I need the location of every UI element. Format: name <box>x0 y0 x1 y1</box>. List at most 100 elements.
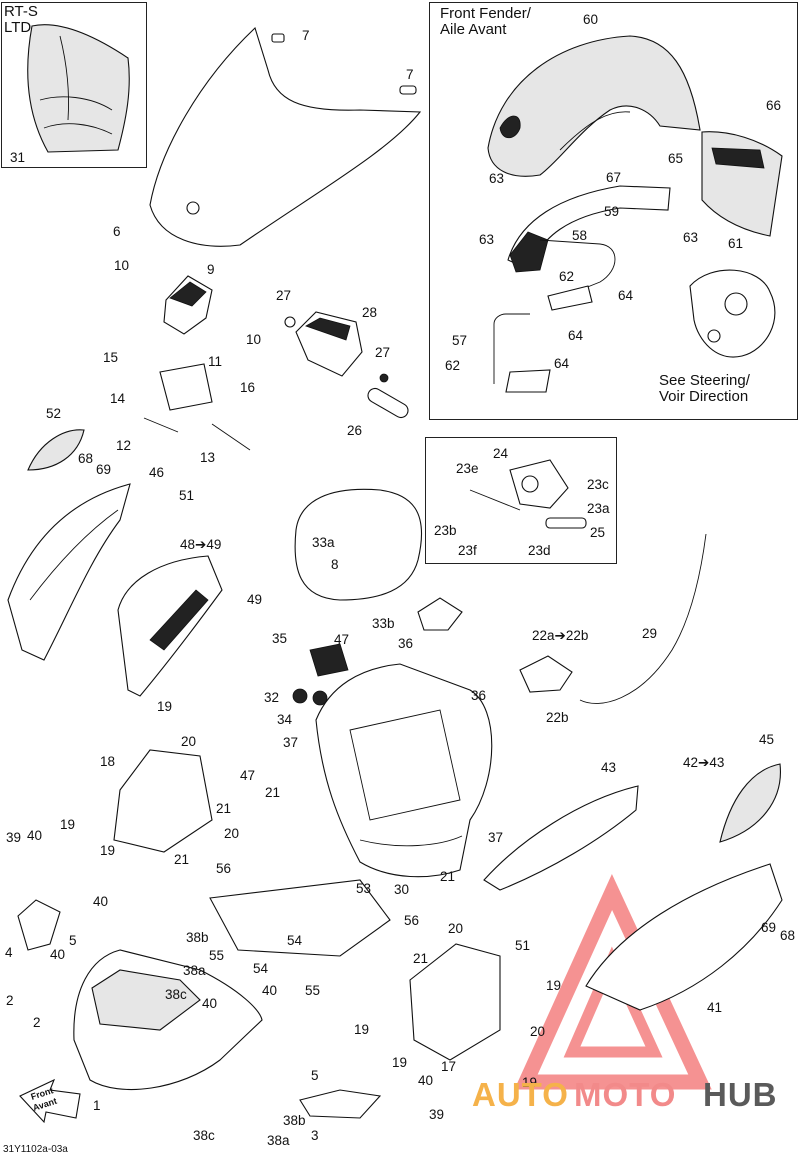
part-label-p19c: 19 <box>100 843 115 858</box>
part-32-cap-2 <box>312 690 328 706</box>
part-61-deflector <box>701 131 783 237</box>
part-57-brace <box>493 313 551 393</box>
part-label-p59: 59 <box>604 204 619 219</box>
part-32-cap <box>292 688 308 704</box>
part-label-p19b: 19 <box>60 817 75 832</box>
part-label-p56b: 56 <box>404 913 419 928</box>
part-6-windshield <box>149 26 422 247</box>
front-arrow: Front Avant <box>19 1078 81 1124</box>
part-label-p22b: 22b <box>546 710 569 725</box>
watermark-auto: AUTO <box>472 1076 569 1113</box>
part-label-p40f: 40 <box>418 1073 433 1088</box>
part-label-p9: 9 <box>207 262 215 277</box>
part-label-p38c_b: 38c <box>193 1128 215 1143</box>
part-label-p2b: 2 <box>33 1015 41 1030</box>
part-label-p36b: 36 <box>471 688 486 703</box>
part-label-p47a: 47 <box>334 632 349 647</box>
part-label-p38b_b: 38b <box>283 1113 306 1128</box>
part-label-p39b: 39 <box>429 1107 444 1122</box>
part-35-light <box>309 643 349 677</box>
part-59-bracket <box>507 185 671 273</box>
part-label-p38a_a: 38a <box>183 963 206 978</box>
part-label-p23c: 23c <box>587 477 609 492</box>
part-label-p8: 8 <box>331 557 339 572</box>
part-label-p47b: 47 <box>240 768 255 783</box>
part-label-p19e: 19 <box>354 1022 369 1037</box>
part-label-p15: 15 <box>103 350 118 365</box>
part-label-p40b: 40 <box>93 894 108 909</box>
see-steering-note-line1: See Steering/ <box>659 372 750 389</box>
part-label-p21c: 21 <box>216 801 231 816</box>
part-label-p26: 26 <box>347 423 362 438</box>
part-label-p55a: 55 <box>209 948 224 963</box>
part-label-p40e: 40 <box>262 983 277 998</box>
part-label-p20a: 20 <box>181 734 196 749</box>
part-label-p4243: 42➔43 <box>683 755 724 770</box>
part-label-p10a: 10 <box>114 258 129 273</box>
part-18-panel <box>113 749 213 853</box>
part-label-p10b: 10 <box>246 332 261 347</box>
part-label-p61: 61 <box>728 236 743 251</box>
part-label-p67: 67 <box>606 170 621 185</box>
part-3-lip <box>299 1089 382 1119</box>
document-code: 31Y1102a-03a <box>3 1144 68 1155</box>
part-label-p40a: 40 <box>27 828 42 843</box>
part-label-p25: 25 <box>590 525 605 540</box>
part-label-p60: 60 <box>583 12 598 27</box>
part-label-p63b: 63 <box>683 230 698 245</box>
part-label-p55b: 55 <box>305 983 320 998</box>
part-label-p36a: 36 <box>398 636 413 651</box>
part-label-p37b: 37 <box>488 830 503 845</box>
part-label-p66: 66 <box>766 98 781 113</box>
part-label-p62b: 62 <box>445 358 460 373</box>
part-label-p54a: 54 <box>253 961 269 976</box>
part-label-p30: 30 <box>394 882 409 897</box>
part-label-p23d: 23d <box>528 543 551 558</box>
part-label-p11: 11 <box>208 354 222 369</box>
part-label-p31: 31 <box>10 150 25 165</box>
part-58-rod <box>539 239 616 311</box>
part-label-p40d: 40 <box>202 996 217 1011</box>
part-label-p20b: 20 <box>224 826 239 841</box>
part-label-p17: 17 <box>441 1059 456 1074</box>
part-label-p19g: 19 <box>522 1075 537 1090</box>
part-label-p12: 12 <box>116 438 131 453</box>
part-label-p52: 52 <box>46 406 61 421</box>
part-33b-pedal <box>417 597 463 631</box>
part-label-p19f: 19 <box>392 1055 407 1070</box>
part-label-p4849: 48➔49 <box>180 537 221 552</box>
part-label-p64b: 64 <box>568 328 584 343</box>
part-label-p21d: 21 <box>174 852 189 867</box>
part-label-p65: 65 <box>668 151 683 166</box>
part-label-p69a: 69 <box>96 462 111 477</box>
part-label-p63a: 63 <box>489 171 504 186</box>
part-label-p58: 58 <box>572 228 587 243</box>
watermark-hub: HUB <box>703 1076 778 1113</box>
part-label-p35: 35 <box>272 631 287 646</box>
part-42-43-panel <box>483 785 639 891</box>
part-1-grille <box>91 969 201 1031</box>
part-label-p56a: 56 <box>216 861 231 876</box>
part-41-side-panel <box>585 863 783 1011</box>
front-fender-title-line1: Front Fender/ <box>440 5 531 22</box>
part-label-p49: 49 <box>247 592 262 607</box>
part-label-p40c: 40 <box>50 947 65 962</box>
pedal-assembly <box>469 459 587 529</box>
part-label-p19a: 19 <box>157 699 172 714</box>
part-label-p7b: 7 <box>406 67 414 82</box>
part-label-p23e: 23e <box>456 461 479 476</box>
part-label-p2a: 2 <box>6 993 14 1008</box>
part-label-p27b: 27 <box>375 345 390 360</box>
part-label-p37a: 37 <box>283 735 298 750</box>
part-label-p23a: 23a <box>587 501 610 516</box>
part-label-p64c: 64 <box>554 356 570 371</box>
part-4-bracket <box>17 899 61 951</box>
part-label-p46: 46 <box>149 465 164 480</box>
part-label-p54b: 54 <box>287 933 303 948</box>
part-label-p68a: 68 <box>78 451 93 466</box>
part-label-p23f: 23f <box>458 543 477 558</box>
part-label-p43: 43 <box>601 760 616 775</box>
part-label-p24: 24 <box>493 446 509 461</box>
front-fender-title-line2: Aile Avant <box>440 21 507 38</box>
